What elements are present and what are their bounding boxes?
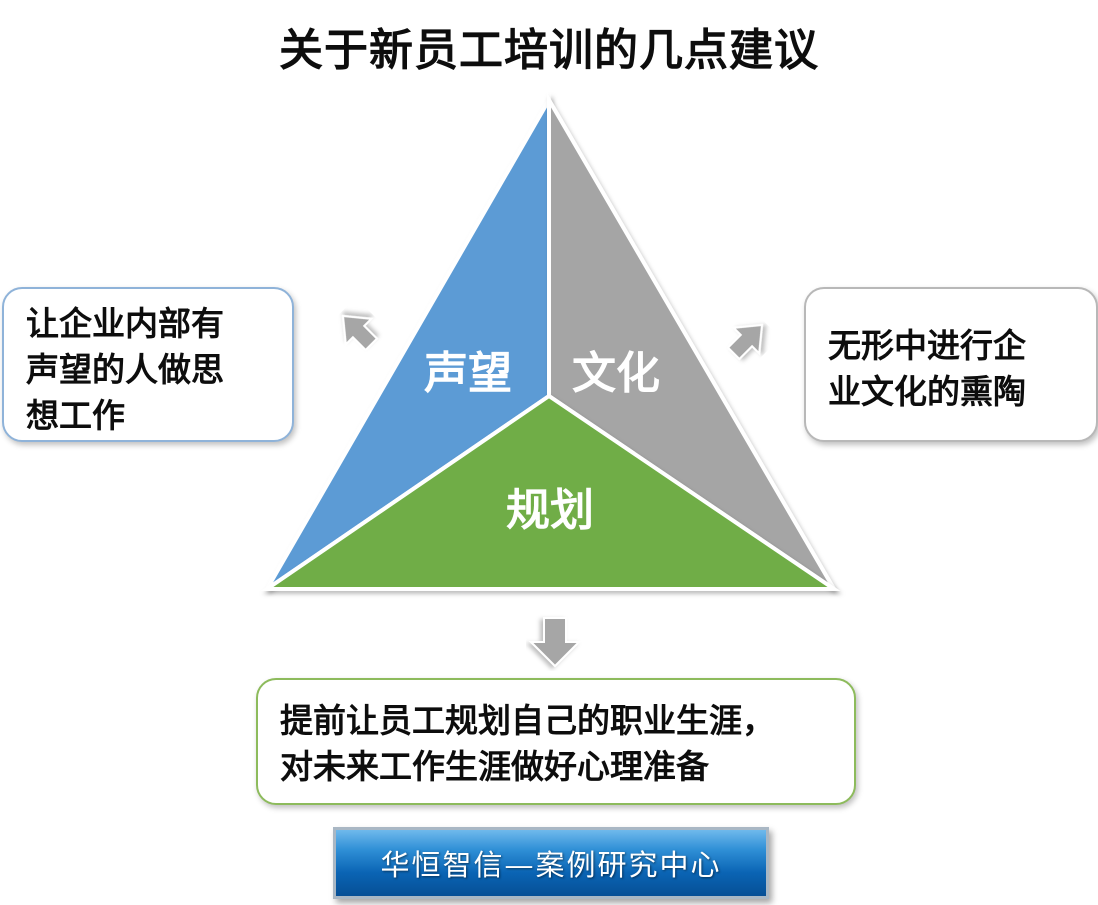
- culture-note-line: 无形中进行企: [828, 326, 1026, 365]
- arrow-up-left-icon: [341, 314, 379, 352]
- planning-note-box: 提前让员工规划自己的职业生涯， 对未来工作生涯做好心理准备: [256, 678, 856, 805]
- arrow-down-icon: [528, 617, 582, 668]
- footer-text: 华恒智信—案例研究中心: [380, 848, 722, 882]
- segment-label-culture: 文化: [572, 348, 660, 399]
- segment-label-planning: 规划: [506, 485, 594, 536]
- planning-note-line: 提前让员工规划自己的职业生涯，: [280, 701, 775, 740]
- culture-note-line: 业文化的熏陶: [828, 372, 1026, 411]
- reputation-note-line: 让企业内部有: [26, 304, 224, 343]
- reputation-note-line: 声望的人做思: [26, 350, 224, 389]
- reputation-note-box: 让企业内部有 声望的人做思 想工作: [2, 287, 294, 442]
- segment-label-reputation: 声望: [424, 348, 512, 399]
- reputation-note-line: 想工作: [26, 396, 125, 435]
- planning-note-line: 对未来工作生涯做好心理准备: [280, 747, 709, 786]
- culture-note-box: 无形中进行企 业文化的熏陶: [804, 287, 1098, 442]
- arrow-up-right-icon: [726, 323, 764, 361]
- page-title: 关于新员工培训的几点建议: [279, 25, 819, 76]
- segment-planning: [260, 393, 841, 591]
- footer-banner: 华恒智信—案例研究中心: [333, 827, 769, 899]
